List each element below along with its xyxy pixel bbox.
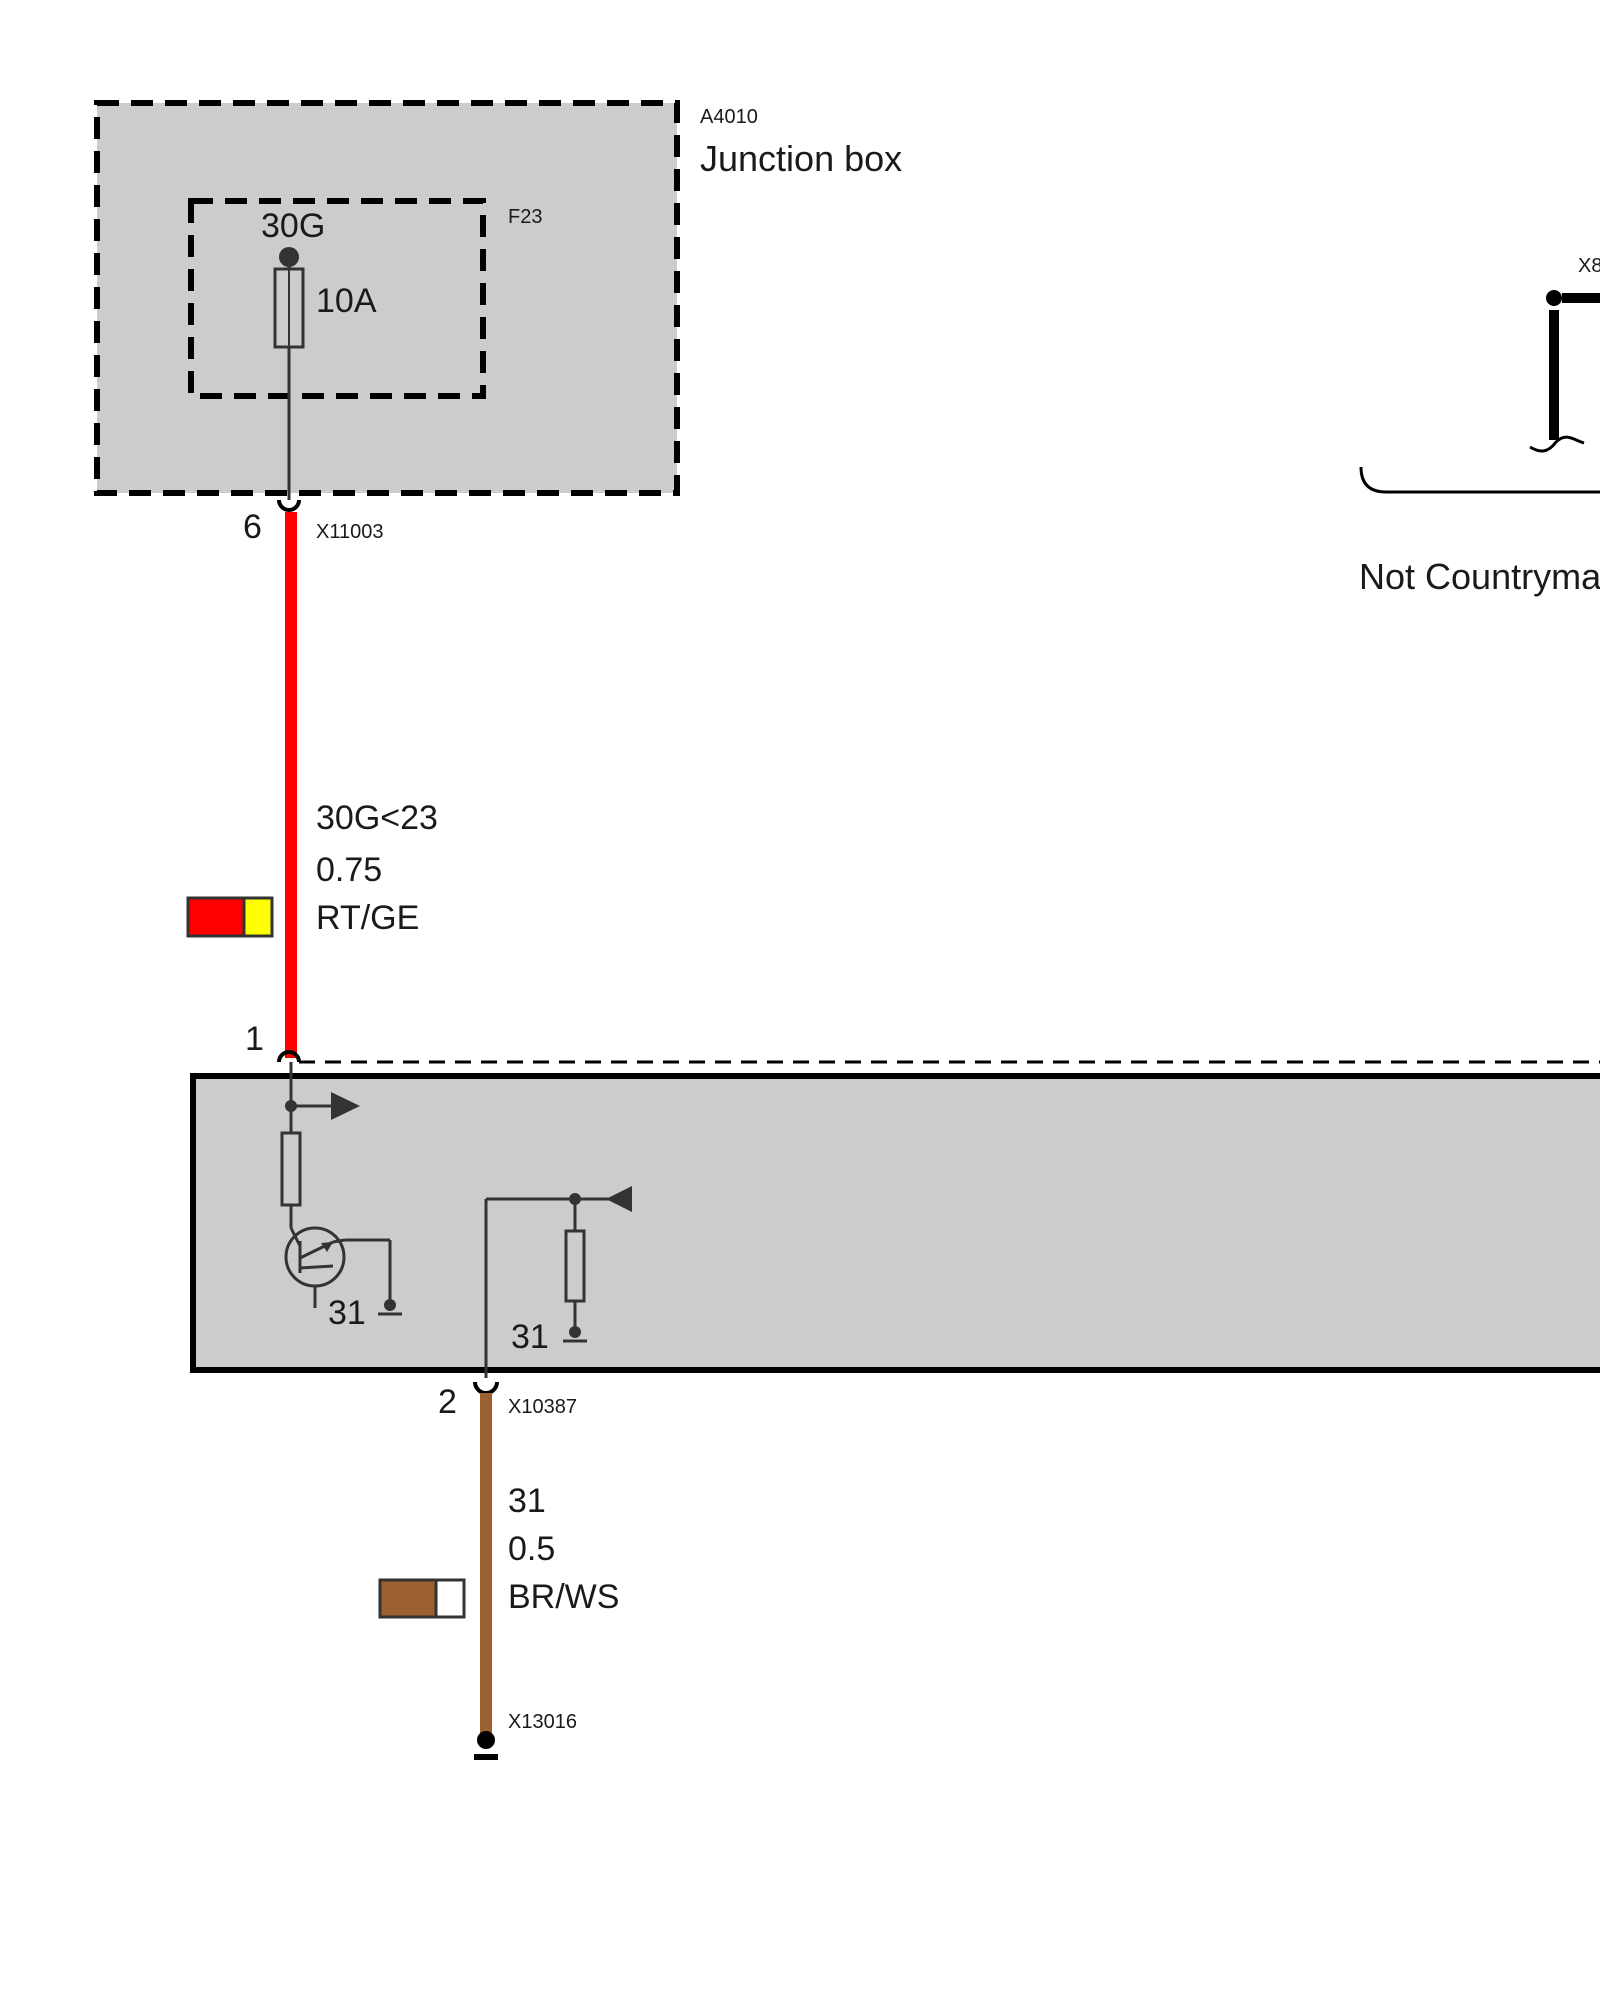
fuse-id: F23 (508, 206, 542, 228)
wire-bottom-signal: 31 (508, 1482, 546, 1520)
wire-top-color-swatch (186, 896, 274, 938)
wire-bottom-gauge: 0.5 (508, 1530, 555, 1568)
connector-x8-partial: X8 (1578, 255, 1600, 277)
wire-bottom-color-code: BR/WS (508, 1578, 619, 1616)
pin-6-label: 6 (243, 508, 262, 546)
connector-x13016: X13016 (508, 1711, 577, 1733)
junction-box: A4010 Junction box F23 30G 10A (94, 100, 902, 500)
wire-top-color-code: RT/GE (316, 899, 419, 937)
connector-x10387: X10387 (508, 1396, 577, 1418)
fuse-f23: F23 30G 10A (188, 198, 542, 399)
ground-left-label: 31 (328, 1294, 366, 1332)
wire-top-gauge: 0.75 (316, 851, 382, 889)
fuse-terminal-label: 30G (261, 207, 325, 245)
pin-6-connector-icon (277, 499, 301, 512)
signal-in-arrow-icon (606, 1186, 632, 1212)
junction-box-id: A4010 (700, 106, 758, 128)
wire-break-icon (1529, 435, 1585, 453)
connector-x8-dot (1546, 290, 1562, 306)
pin-1-label: 1 (245, 1020, 264, 1058)
variant-note: Not Countryma (1359, 556, 1600, 597)
control-module: 31 31 (190, 1062, 1600, 1378)
wire-bottom-color-swatch (378, 1578, 466, 1619)
fuse-rating: 10A (316, 282, 377, 320)
variant-bracket (1359, 466, 1600, 494)
ground-point-icon (477, 1731, 495, 1749)
pin-2-label: 2 (438, 1383, 457, 1421)
pin-1-connector-icon (277, 1050, 301, 1063)
ground-right-label: 31 (511, 1318, 549, 1356)
wire-top-signal: 30G<23 (316, 799, 438, 837)
pin-2-connector-icon (473, 1381, 499, 1395)
connector-x11003: X11003 (316, 521, 383, 543)
junction-box-title: Junction box (700, 138, 902, 179)
variant-area: X8 Not Countryma (1359, 255, 1600, 597)
signal-out-arrow-icon (331, 1092, 360, 1120)
